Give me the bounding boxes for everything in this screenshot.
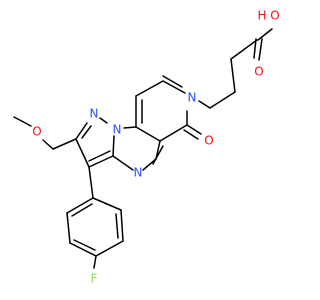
- bond: [120, 209, 124, 242]
- bond: [135, 80, 164, 97]
- bond: [186, 124, 202, 135]
- bond: [88, 166, 94, 199]
- bond: [209, 91, 236, 109]
- lactam-o-label: O: [204, 134, 213, 148]
- bond: [230, 39, 258, 60]
- bond: [95, 240, 124, 257]
- bond: [159, 124, 188, 142]
- bond: [253, 38, 257, 59]
- ether-o-label: O: [32, 125, 41, 139]
- bond: [93, 255, 97, 269]
- acid-carbonyl-o-label: O: [254, 65, 263, 79]
- bond: [75, 138, 90, 168]
- bond: [13, 116, 32, 127]
- bond: [42, 139, 54, 150]
- bond: [112, 135, 115, 157]
- hydroxyl-h-label: H: [257, 9, 266, 23]
- molecule-structure: H O O N O N N N O F: [13, 8, 280, 286]
- pyridone-n-label: N: [188, 91, 197, 105]
- bond: [92, 197, 122, 211]
- bond: [230, 58, 236, 93]
- bond: [66, 197, 94, 214]
- bond: [257, 28, 273, 41]
- bond: [66, 212, 71, 244]
- hydroxyl-o-label: O: [270, 9, 279, 23]
- bond: [88, 155, 114, 168]
- pyrazole-n-label: N: [90, 107, 99, 121]
- bond: [69, 242, 97, 257]
- bond: [75, 122, 88, 140]
- bond-lines: [13, 28, 273, 269]
- bond: [52, 138, 77, 150]
- bond: [258, 38, 263, 61]
- bridgehead-n-label: N: [113, 123, 122, 137]
- bond: [198, 100, 211, 109]
- atom-labels: H O O N O N N N O F: [32, 9, 279, 286]
- bond: [162, 80, 186, 94]
- bond: [99, 117, 108, 124]
- bond: [115, 213, 119, 239]
- bond: [162, 75, 183, 88]
- bond: [71, 203, 93, 217]
- fluorine-label: F: [91, 272, 98, 286]
- bond: [81, 125, 92, 139]
- bond: [142, 158, 157, 171]
- bond: [123, 126, 137, 129]
- bond: [73, 239, 96, 251]
- bond: [135, 126, 161, 142]
- bond: [112, 155, 134, 171]
- bond: [88, 150, 111, 162]
- bond: [183, 129, 199, 140]
- pyrimidine-n-label: N: [134, 166, 143, 180]
